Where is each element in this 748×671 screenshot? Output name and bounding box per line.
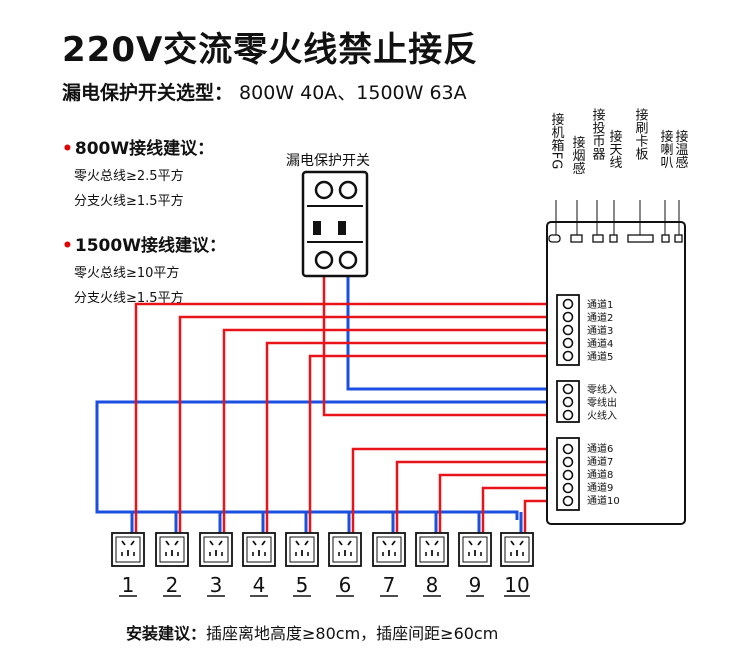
terminal-screw: [562, 409, 574, 421]
terminal-screw: [562, 324, 574, 336]
section-800w-heading: 800W接线建议：: [74, 139, 215, 159]
speaker-port: [661, 234, 670, 243]
top-label-fg: 接机箱FG: [549, 112, 565, 169]
terminal-screw: [562, 495, 574, 507]
top-label-card: 接刷卡板: [633, 107, 649, 161]
label-channel-7: 通道7: [587, 455, 613, 468]
channel-wire-5: [308, 354, 568, 533]
socket-number-5: 5: [296, 573, 309, 597]
label-neutral-out: 零线出: [587, 396, 617, 409]
channel-wire-7: [395, 460, 568, 533]
socket-10: [500, 532, 534, 567]
socket-3: [199, 532, 233, 567]
neutral-in-wire: [346, 262, 568, 391]
channel-wire-6: [351, 447, 568, 533]
section-1500w-heading: 1500W接线建议：: [74, 236, 226, 256]
label-channel-2: 通道2: [587, 311, 613, 324]
socket-number-4: 4: [253, 573, 266, 597]
terminal-screw: [562, 383, 574, 395]
live-wires: [134, 262, 568, 533]
label-channel-9: 通道9: [587, 481, 613, 494]
socket-1: [111, 532, 145, 567]
fg-port: [548, 234, 561, 243]
neutral-bus: [95, 400, 568, 520]
install-note-text: 插座离地高度≥80cm，插座间距≥60cm: [206, 624, 499, 643]
breaker-label: 漏电保护开关: [286, 153, 370, 169]
label-channel-6: 通道6: [587, 442, 613, 455]
socket-5: [285, 532, 319, 567]
channel-wire-3: [222, 328, 568, 533]
socket-4: [242, 532, 276, 567]
breaker-selection: 漏电保护开关选型：800W 40A、1500W 63A: [62, 78, 467, 105]
card-port: [627, 234, 654, 243]
socket-2: [155, 532, 189, 567]
channel-wire-4: [265, 341, 568, 533]
breaker-selection-value: 800W 40A、1500W 63A: [239, 82, 467, 104]
channel-wire-9: [481, 486, 568, 533]
terminal-screw: [562, 469, 574, 481]
top-label-coin: 接投币器: [590, 107, 606, 161]
label-channel-8: 通道8: [587, 468, 613, 481]
label-neutral-in: 零线入: [587, 383, 617, 396]
temp-port: [674, 234, 683, 243]
terminal-screw: [562, 443, 574, 455]
socket-number-6: 6: [339, 573, 352, 597]
terminal-screw: [562, 311, 574, 323]
socket-number-2: 2: [166, 573, 179, 597]
label-channel-10: 通道10: [587, 494, 620, 507]
smoke-port: [570, 234, 583, 243]
top-label-temp: 接温感: [673, 129, 689, 169]
coin-port: [592, 234, 604, 243]
page-title: 220V交流零火线禁止接反: [62, 30, 479, 70]
label-channel-3: 通道3: [587, 324, 613, 337]
channel-wire-8: [438, 473, 568, 533]
channel-wire-1: [134, 302, 568, 533]
terminal-screw: [562, 396, 574, 408]
section-800w-line-2: 分支火线≥1.5平方: [74, 194, 184, 209]
socket-number-9: 9: [469, 573, 482, 597]
socket-8: [415, 532, 449, 567]
antenna-port: [609, 234, 618, 243]
socket-number-7: 7: [383, 573, 396, 597]
section-1500w-line-2: 分支火线≥1.5平方: [74, 291, 184, 306]
top-label-speaker: 接喇叭: [658, 129, 674, 169]
terminal-screw: [562, 456, 574, 468]
channel-wire-2: [178, 315, 568, 533]
label-live-in: 火线入: [587, 409, 617, 422]
label-channel-4: 通道4: [587, 337, 613, 350]
breaker-selection-label: 漏电保护开关选型：: [62, 82, 234, 104]
section-1500w: •1500W接线建议： 零火总线≥10平方 分支火线≥1.5平方: [62, 236, 226, 306]
top-label-antenna: 接天线: [607, 129, 623, 169]
socket-number-10: 10: [504, 573, 529, 597]
section-800w-line-1: 零火总线≥2.5平方: [74, 169, 184, 184]
install-note: 安装建议：插座离地高度≥80cm，插座间距≥60cm: [126, 620, 498, 644]
live-in-wire: [322, 262, 568, 417]
socket-number-8: 8: [426, 573, 439, 597]
label-channel-1: 通道1: [587, 298, 613, 311]
terminal-screw: [562, 350, 574, 362]
socket-6: [328, 532, 362, 567]
install-note-label: 安装建议：: [126, 624, 207, 643]
socket-7: [372, 532, 406, 567]
leakage-breaker: [301, 170, 369, 278]
top-label-smoke: 接烟感: [570, 135, 586, 175]
terminal-screw: [562, 298, 574, 310]
terminal-screw: [562, 337, 574, 349]
socket-number-1: 1: [122, 573, 135, 597]
section-1500w-line-1: 零火总线≥10平方: [74, 266, 180, 281]
label-channel-5: 通道5: [587, 350, 613, 363]
socket-number-3: 3: [210, 573, 223, 597]
neutral-wires: [95, 262, 568, 533]
section-800w: •800W接线建议： 零火总线≥2.5平方 分支火线≥1.5平方: [62, 139, 215, 209]
socket-9: [458, 532, 492, 567]
controller-box: [546, 221, 686, 525]
terminal-screw: [562, 482, 574, 494]
